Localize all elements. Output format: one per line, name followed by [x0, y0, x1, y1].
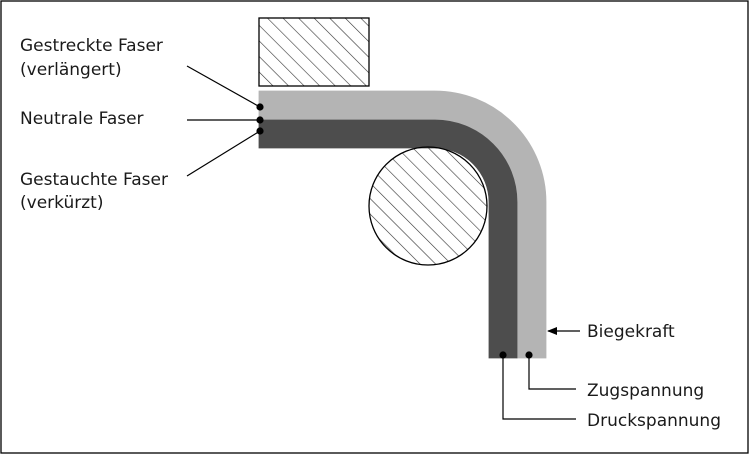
neutral-fiber-label: Neutrale Faser	[20, 109, 144, 129]
stretched-fiber-label-line2: (verlängert)	[20, 60, 122, 80]
bending-mandrel	[368, 146, 488, 266]
bending-force-label: Biegekraft	[587, 322, 675, 342]
clamp-block	[258, 17, 370, 87]
tensile-stress-leader	[528, 355, 576, 390]
compressive-stress-label: Druckspannung	[587, 411, 721, 431]
stretched-fiber-label-line1: Gestreckte Faser	[20, 36, 163, 56]
stretched-fiber-leader	[186, 65, 261, 108]
tensile-stress-label: Zugspannung	[587, 381, 704, 401]
compressive-stress-leader	[502, 355, 576, 420]
compressed-fiber-label-line1: Gestauchte Faser	[20, 170, 168, 190]
bar-inner-layer	[258, 119, 518, 359]
compressed-fiber-label-line2: (verkürzt)	[20, 193, 103, 213]
compressed-fiber-leader	[186, 130, 261, 177]
